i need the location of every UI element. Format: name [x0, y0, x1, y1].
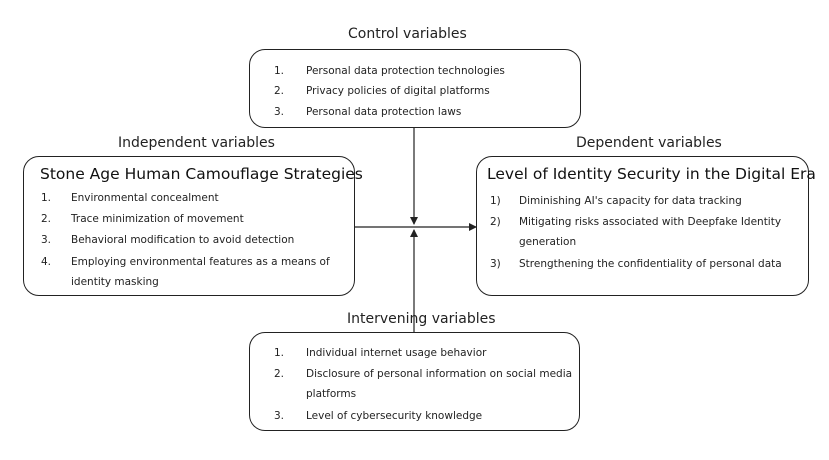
control-box: 1. Personal data protection technologies… [249, 49, 581, 128]
dependent-title: Level of Identity Security in the Digita… [487, 165, 816, 183]
independent-title: Stone Age Human Camouflage Strategies [40, 165, 363, 183]
independent-heading: Independent variables [118, 135, 275, 151]
control-heading: Control variables [348, 26, 467, 42]
dependent-box: Level of Identity Security in the Digita… [476, 156, 816, 296]
intervening-box: 1. Individual internet usage behavior 2.… [249, 332, 580, 431]
dependent-heading: Dependent variables [576, 135, 722, 151]
independent-box: Stone Age Human Camouflage Strategies 1.… [23, 156, 363, 296]
intervening-heading: Intervening variables [347, 311, 496, 327]
